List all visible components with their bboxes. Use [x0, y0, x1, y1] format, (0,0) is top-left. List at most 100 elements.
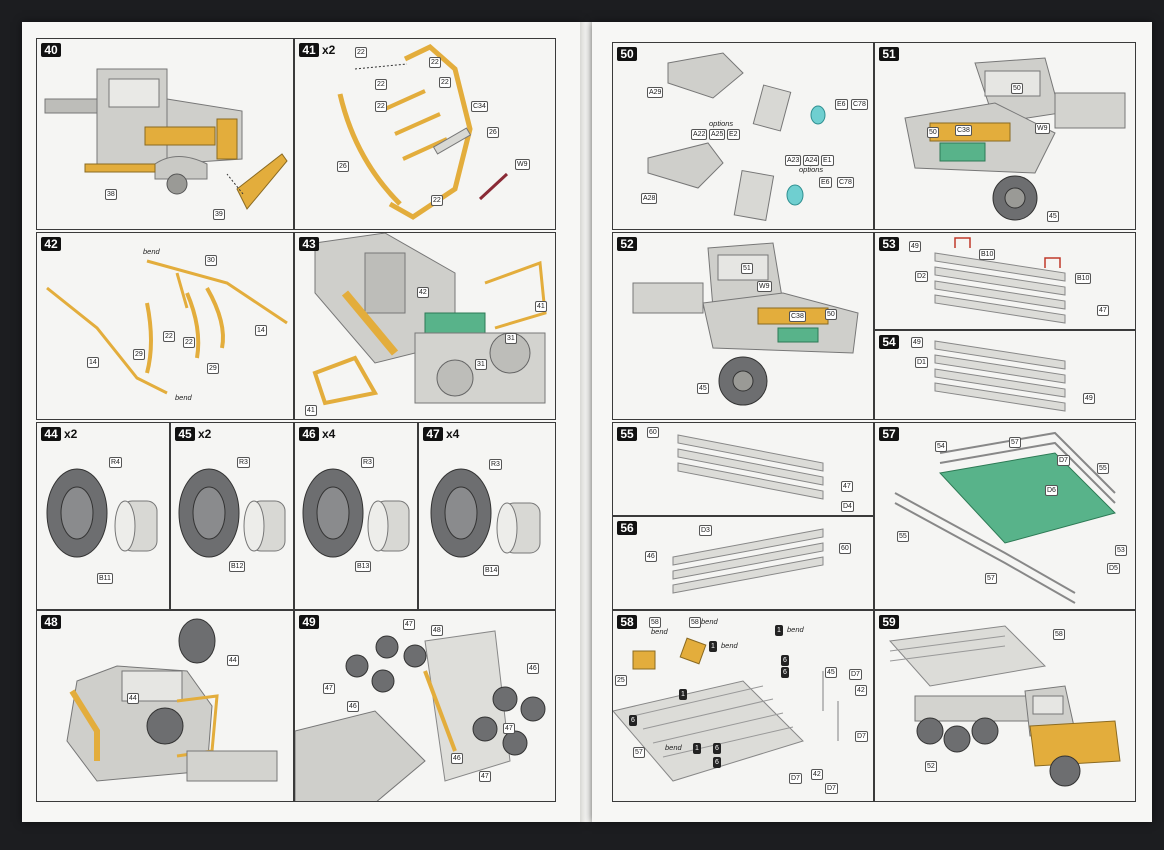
wheel-illustration: [302, 468, 410, 558]
step-49-panel: 49 47 48 47 46 46 47 46 47: [294, 610, 556, 802]
truck-front-illustration: [904, 57, 1126, 221]
step-number: 54: [879, 335, 899, 349]
part-callout: R3: [489, 459, 502, 470]
part-callout: B10: [1075, 273, 1092, 284]
part-callout: 42: [855, 685, 867, 696]
part-callout: D3: [699, 525, 712, 536]
part-callout: 1: [693, 743, 701, 754]
part-callout: 47: [479, 771, 491, 782]
part-callout: 22: [355, 47, 367, 58]
part-callout: 47: [323, 683, 335, 694]
part-callout: 6: [713, 743, 721, 754]
part-callout: 54: [935, 441, 947, 452]
step-number: 55: [617, 427, 637, 441]
part-callout: 44: [127, 693, 139, 704]
wheel-illustration: [46, 468, 158, 558]
part-callout: 42: [417, 287, 429, 298]
part-callout: 30: [205, 255, 217, 266]
part-callout: 25: [615, 675, 627, 686]
truck-side-illustration: [632, 242, 859, 406]
part-callout: 26: [337, 161, 349, 172]
cargo-floor-illustration: [613, 637, 839, 782]
bend-note: bend: [665, 743, 682, 752]
part-callout: A23: [785, 155, 802, 166]
cab-ladder-assembly-illustration: [312, 233, 547, 406]
part-callout: 50: [927, 127, 939, 138]
part-callout: 50: [825, 309, 837, 320]
cargo-bed-assembly-illustration: [894, 431, 1116, 604]
part-callout: 46: [527, 663, 539, 674]
part-callout: D1: [915, 357, 928, 368]
options-note: options: [709, 119, 734, 128]
part-callout: 14: [255, 325, 267, 336]
part-callout: 6: [713, 757, 721, 768]
step-56-panel: 56 D3 46 60: [612, 516, 874, 610]
part-callout: 38: [105, 189, 117, 200]
part-callout: 45: [697, 383, 709, 394]
step-number: 52: [617, 237, 637, 251]
part-callout: 6: [781, 655, 789, 666]
part-callout: W9: [1035, 123, 1050, 134]
part-callout: 47: [841, 481, 853, 492]
part-callout: 22: [183, 337, 195, 348]
step-number: 47: [423, 427, 443, 441]
part-callout: A24: [803, 155, 820, 166]
step-number: 41: [299, 43, 319, 57]
end-board-illustration: [677, 434, 824, 500]
part-callout: E6: [835, 99, 848, 110]
page-gutter: [580, 22, 594, 822]
part-callout: D5: [1107, 563, 1120, 574]
part-callout: 49: [1083, 393, 1095, 404]
part-callout: 55: [1097, 463, 1109, 474]
step-number: 48: [41, 615, 61, 629]
step-57-panel: 57 54 57 D7 55 D6 55 53 57 D5: [874, 422, 1136, 610]
part-callout: R3: [237, 457, 250, 468]
part-callout: D7: [789, 773, 802, 784]
step-51-panel: 51 50 50 C38 W9 45: [874, 42, 1136, 230]
part-callout: 29: [133, 349, 145, 360]
part-callout: B11: [97, 573, 113, 584]
step-multiplier: x4: [322, 427, 336, 441]
part-callout: 1: [709, 641, 717, 652]
options-note: options: [799, 165, 824, 174]
part-callout: B10: [979, 249, 996, 260]
step-number: 46: [299, 427, 319, 441]
step-multiplier: x2: [64, 427, 78, 441]
step-59-panel: 59 58 52: [874, 610, 1136, 802]
part-callout: 26: [487, 127, 499, 138]
step-number: 44: [41, 427, 61, 441]
step-multiplier: x4: [446, 427, 460, 441]
part-callout: E1: [821, 155, 834, 166]
part-callout: 60: [839, 543, 851, 554]
part-callout: D7: [849, 669, 862, 680]
part-callout: 31: [505, 333, 517, 344]
chassis-wheels-illustration: [295, 630, 546, 801]
step-53-panel: 53 49 D2 B10 B10 47: [874, 232, 1136, 330]
part-callout: 45: [1047, 211, 1059, 222]
step-54-panel: 54 49 D1 49: [874, 330, 1136, 420]
step-40-panel: 40 38 39: [36, 38, 294, 230]
part-callout: A25: [709, 129, 726, 140]
step-number: 42: [41, 237, 61, 251]
completed-truck-illustration: [888, 625, 1121, 787]
part-callout: 55: [897, 531, 909, 542]
step-number: 53: [879, 237, 899, 251]
step-number: 58: [617, 615, 637, 629]
step-number: 57: [879, 427, 899, 441]
step-58-panel: 58 58 bend 58 bend 1 bend 1 bend 6 6 45 …: [612, 610, 874, 802]
part-callout: D2: [915, 271, 928, 282]
part-callout: 22: [163, 331, 175, 342]
part-callout: 46: [451, 753, 463, 764]
bend-note: bend: [143, 247, 160, 256]
step-multiplier: x2: [198, 427, 212, 441]
part-callout: 45: [825, 667, 837, 678]
part-callout: 29: [207, 363, 219, 374]
part-callout: 22: [375, 79, 387, 90]
side-board-illustration: [934, 340, 1066, 412]
part-callout: A22: [691, 129, 708, 140]
truck-cab-illustration: [44, 68, 288, 210]
part-callout: R3: [361, 457, 374, 468]
ladder-frame-illustration: [337, 44, 509, 220]
